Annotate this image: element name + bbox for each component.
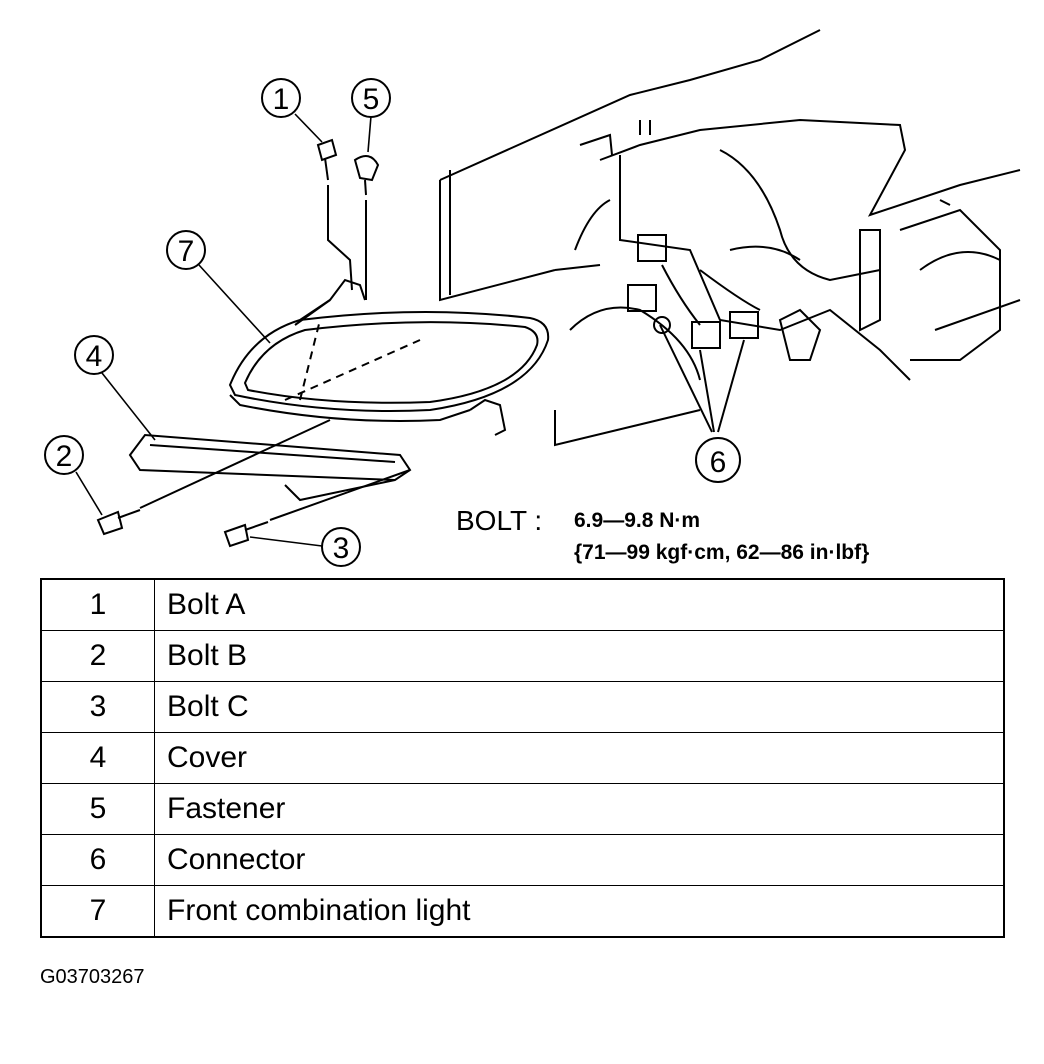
callout-6-label: 6 <box>710 446 727 479</box>
table-row: 2 Bolt B <box>40 630 1005 682</box>
part-number: 7 <box>40 885 155 938</box>
torque-spec-alt-value: {71—99 kgf·cm, 62—86 in·lbf} <box>574 541 870 564</box>
part-name: Fastener <box>154 783 1005 835</box>
part-number: 4 <box>40 732 155 784</box>
callout-5-label: 5 <box>363 83 380 116</box>
callout-2-label: 2 <box>56 440 73 473</box>
figure-code: G03703267 <box>40 966 145 988</box>
parts-table: 1 Bolt A 2 Bolt B 3 Bolt C 4 Cover 5 Fas… <box>40 578 1005 938</box>
part-number: 1 <box>40 578 155 631</box>
callout-7: 7 <box>166 230 206 270</box>
torque-spec-value: 6.9—9.8 N·m <box>574 509 701 532</box>
part-number: 2 <box>40 630 155 682</box>
exploded-view-diagram: 1 5 7 4 2 3 6 <box>44 29 1021 567</box>
part-name: Connector <box>154 834 1005 886</box>
callout-2: 2 <box>44 435 84 475</box>
callout-3-label: 3 <box>333 532 350 565</box>
part-name: Bolt A <box>154 578 1005 631</box>
torque-spec-label: BOLT : <box>456 505 543 536</box>
callout-4: 4 <box>74 335 114 375</box>
callout-3: 3 <box>321 527 361 567</box>
part-number: 6 <box>40 834 155 886</box>
callout-7-label: 7 <box>178 235 195 268</box>
part-number: 5 <box>40 783 155 835</box>
callout-1: 1 <box>261 78 301 118</box>
part-name: Bolt B <box>154 630 1005 682</box>
table-row: 4 Cover <box>40 732 1005 784</box>
table-row: 6 Connector <box>40 834 1005 886</box>
table-row: 1 Bolt A <box>40 578 1005 631</box>
callout-4-label: 4 <box>86 340 103 373</box>
table-row: 3 Bolt C <box>40 681 1005 733</box>
part-number: 3 <box>40 681 155 733</box>
part-name: Front combination light <box>154 885 1005 938</box>
callout-1-label: 1 <box>273 83 290 116</box>
table-row: 5 Fastener <box>40 783 1005 835</box>
callout-6: 6 <box>695 437 741 483</box>
part-name: Bolt C <box>154 681 1005 733</box>
part-name: Cover <box>154 732 1005 784</box>
callout-5: 5 <box>351 78 391 118</box>
table-row: 7 Front combination light <box>40 885 1005 938</box>
